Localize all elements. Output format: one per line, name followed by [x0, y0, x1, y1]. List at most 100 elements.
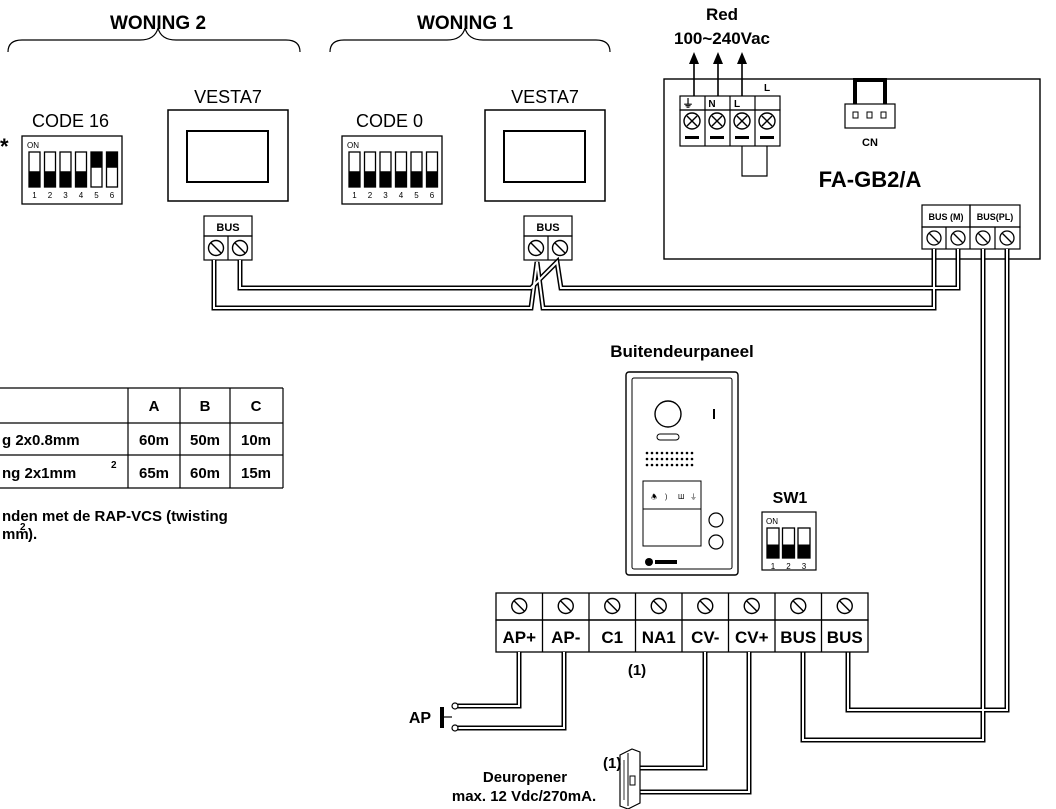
dwelling-1-dip-number-3: 3: [383, 191, 388, 200]
svg-text:ON: ON: [27, 141, 39, 150]
terminal-screw-7: [790, 597, 807, 615]
dwelling-1-dip-number-6: 6: [430, 191, 435, 200]
dwelling-1-dip-switch: ON 1 2 3 4 5 6: [341, 135, 443, 205]
dwelling-1-dip-number-4: 4: [399, 191, 404, 200]
terminal-label-1: AP+: [502, 628, 536, 647]
terminal-label-8: BUS: [827, 628, 863, 647]
monitor-bus-wires: [211, 249, 961, 311]
dwelling-2-dip-number-5: 5: [94, 191, 99, 200]
terminal-note: (1): [628, 662, 646, 679]
door-opener-ref: (1): [603, 755, 621, 772]
svg-text:Ш: Ш: [678, 494, 684, 501]
dwelling-2-brace: [7, 27, 301, 53]
mains-voltage: 100~240Vac: [674, 29, 770, 48]
door-opener-label: Deuropener: [483, 769, 567, 786]
terminal-screw-2: [557, 597, 574, 615]
terminal-screw-5: [697, 597, 714, 615]
door-opener-spec: max. 12 Vdc/270mA.: [452, 788, 596, 805]
dwelling-1-dip-number-5: 5: [414, 191, 419, 200]
dwelling-2-title: WONING 2: [110, 13, 206, 34]
dwelling-1-monitor-label: VESTA7: [511, 87, 579, 107]
earth-label: ⏚: [683, 97, 694, 110]
note-end: ).: [28, 526, 37, 543]
table-cell: 50m: [190, 432, 220, 449]
terminal-screw-8: [836, 597, 853, 615]
terminal-screw-3: [604, 597, 621, 615]
table-cell: 60m: [190, 465, 220, 482]
dwelling-2-dip-number-6: 6: [110, 191, 115, 200]
push-button-icon: [440, 702, 459, 732]
sw1-number-1: 1: [771, 562, 776, 571]
mains-arrows: [689, 52, 747, 96]
dwelling-1-bus-terminal: BUS: [523, 215, 573, 261]
dwelling-2-bus-terminal: BUS: [203, 215, 253, 261]
terminal-label-4: NA1: [642, 628, 676, 647]
live-label-2: L: [764, 83, 770, 94]
sw1-number-3: 3: [802, 562, 807, 571]
note-sup: 2: [20, 522, 26, 533]
neutral-label: N: [708, 99, 715, 110]
table-row-2-label: ng 2x1mm: [2, 465, 76, 482]
svg-text:ON: ON: [347, 141, 359, 150]
svg-text:BUS: BUS: [216, 222, 239, 234]
dwelling-2-code: CODE 16: [32, 111, 109, 131]
dwelling-2-monitor: [167, 109, 289, 202]
brand-logo-icon: [645, 558, 653, 566]
power-supply-box: [663, 78, 1041, 260]
call-button-1: [708, 512, 724, 528]
table-cell: 60m: [139, 432, 169, 449]
power-supply-name: FA-GB2/A: [819, 167, 922, 192]
dwelling-1-monitor: [484, 109, 606, 202]
dwelling-1-monitor-screen: [503, 130, 586, 183]
call-button-2: [708, 534, 724, 550]
table-header-c: C: [251, 398, 262, 415]
dwelling-1-code: CODE 0: [356, 111, 423, 131]
svg-text:BUS: BUS: [536, 222, 559, 234]
table-header-a: A: [149, 398, 160, 415]
push-button-wires: [455, 652, 567, 731]
dwelling-1-title: WONING 1: [417, 13, 513, 34]
door-panel-title: Buitendeurpaneel: [610, 342, 754, 361]
speaker-grille-icon: [645, 451, 694, 467]
terminal-label-7: BUS: [780, 628, 816, 647]
dwelling-2-dip-number-3: 3: [63, 191, 68, 200]
table-row-1-label: g 2x0.8mm: [2, 432, 80, 449]
sw1-label: SW1: [773, 490, 808, 507]
table-cell: 10m: [241, 432, 271, 449]
dwelling-1-dip-number-1: 1: [352, 191, 357, 200]
cn-connector: CN: [844, 78, 896, 149]
table-header-b: B: [200, 398, 211, 415]
mains-terminal-block: ⏚ N L L: [679, 83, 781, 177]
live-label-1: L: [734, 99, 740, 110]
dwelling-2-dip-number-1: 1: [32, 191, 37, 200]
svg-text:): ): [665, 494, 667, 501]
camera-icon: [654, 400, 682, 428]
panel-bus-wires: [800, 249, 1010, 743]
dwelling-1-brace: [329, 27, 611, 53]
svg-text:ON: ON: [766, 517, 778, 526]
mains-title: Red: [706, 5, 738, 24]
terminal-label-5: CV-: [691, 628, 719, 647]
supply-bus-terminal: BUS (M) BUS(PL): [921, 204, 1021, 250]
cn-label: CN: [862, 137, 878, 149]
dwelling-2-asterisk: *: [0, 134, 9, 159]
status-icons: 🕭: [651, 493, 657, 501]
dwelling-1-dip-number-2: 2: [368, 191, 373, 200]
dwelling-2-monitor-screen: [186, 130, 269, 183]
table-row-2-sup: 2: [111, 460, 117, 471]
sw1-number-2: 2: [786, 562, 791, 571]
push-button-label: AP: [409, 710, 432, 727]
dwelling-2-monitor-label: VESTA7: [194, 87, 262, 107]
bus-m-label: BUS (M): [929, 212, 964, 222]
terminal-screw-4: [650, 597, 667, 615]
terminal-screw-6: [743, 597, 760, 615]
terminal-screw-1: [511, 597, 528, 615]
door-opener-icon: [619, 748, 641, 809]
terminal-label-2: AP-: [551, 628, 580, 647]
terminal-label-6: CV+: [735, 628, 769, 647]
dwelling-2-dip-number-4: 4: [79, 191, 84, 200]
bus-pl-label: BUS(PL): [977, 212, 1014, 222]
dwelling-2-dip-number-2: 2: [48, 191, 53, 200]
